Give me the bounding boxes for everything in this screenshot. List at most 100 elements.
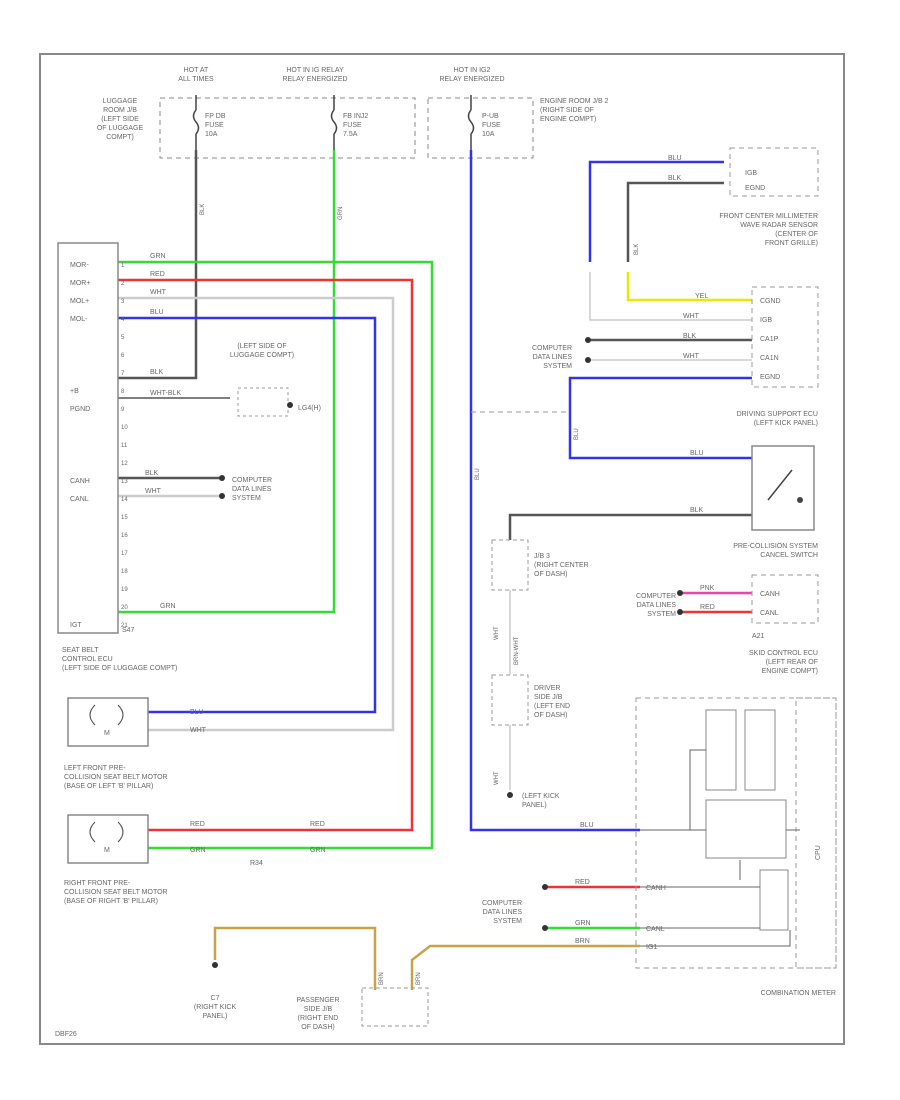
vlabel-brn-left: BRN [379, 972, 385, 985]
vlabel-blu-ds: BLU [574, 428, 580, 440]
radar-pin-egnd: EGND [745, 185, 765, 192]
wire-label-blk-1: BLK [150, 369, 164, 376]
diagram-id: DBF26 [55, 1031, 77, 1038]
text-line: PRE-COLLISION SYSTEM [733, 543, 818, 550]
ecu-pin-number: 9 [121, 407, 125, 413]
wire-label-red-sw: RED [700, 604, 715, 611]
skid-data-node-1 [542, 884, 548, 890]
ecu-pin-name: PGND [70, 406, 90, 413]
text-line: COMPUTER [532, 345, 572, 352]
wire-label-wht-canl: WHT [145, 488, 162, 495]
ds-pin-name: CGND [760, 298, 781, 305]
text-line: OF DASH) [534, 712, 567, 719]
ecu-pin-number: 10 [121, 425, 128, 431]
ecu-pin-number: 16 [121, 533, 128, 539]
skid-inner-1 [705, 709, 737, 791]
left-kick-ground [507, 792, 513, 798]
text-line: LEFT FRONT PRE- [64, 765, 126, 772]
text-line: FB INJ2 [343, 113, 368, 120]
text-line: DATA LINES [533, 354, 573, 361]
left-motor-label: LEFT FRONT PRE-COLLISION SEAT BELT MOTOR… [64, 765, 168, 790]
text-line: DATA LINES [232, 486, 272, 493]
ecu-pin-number: 8 [121, 389, 125, 395]
switch-box [751, 445, 815, 531]
ecu-pin-number: 5 [121, 335, 125, 341]
text-line: OF LUGGAGE [97, 125, 144, 132]
text-line: OF DASH) [301, 1024, 334, 1031]
ecu-pin-name: CANL [70, 496, 89, 503]
text-line: HOT IN IG2 [454, 67, 491, 74]
fuse2-icon [330, 95, 338, 150]
wire-label-blk-r: BLK [668, 175, 682, 182]
radar-box [729, 147, 819, 197]
right-motor-m: M [104, 847, 110, 854]
wire-blu-mol [118, 316, 377, 714]
text-line: ALL TIMES [178, 76, 214, 83]
engine-jb2-box [427, 97, 534, 159]
wire-blk-fuse1 [118, 150, 198, 380]
skid-inner-2 [744, 709, 776, 791]
wire-label-blu-m: BLU [190, 709, 204, 716]
left-motor-icon [89, 704, 124, 726]
meter-label: COMBINATION METER [761, 990, 836, 997]
supply-hot-all-times: HOT AT ALL TIMES [178, 67, 214, 83]
switch-conn-box [751, 574, 819, 624]
radar-label: FRONT CENTER MILLIMETER WAVE RADAR SENSOR… [719, 213, 818, 247]
vertical-wire-labels: BLK GRN BLU BLU BRN-WHT WHT WHT BLK BRN … [200, 204, 640, 985]
wire-brn-left [213, 926, 377, 990]
text-line: HOT IN IG RELAY [286, 67, 344, 74]
text-line: SEAT BELT [62, 647, 99, 654]
wire-label-wht-blk: WHT-BLK [150, 390, 181, 397]
wire-label-grn-m2: GRN [310, 847, 326, 854]
text-line: WAVE RADAR SENSOR [740, 222, 818, 229]
text-line: ENGINE COMPT) [762, 668, 818, 675]
text-line: HOT AT [184, 67, 209, 74]
ecu-pin-name: IGT [70, 622, 82, 629]
text-line: FRONT GRILLE) [765, 240, 818, 247]
text-line: 10A [482, 131, 495, 138]
switch-data-node-2 [677, 609, 683, 615]
ecu-pin-number: 13 [121, 479, 128, 485]
skid-pin-canl: CANL [646, 926, 665, 933]
wire-radar-wht [589, 272, 752, 321]
vlabel-wht-2: WHT [494, 771, 500, 785]
switch-icon [767, 469, 793, 501]
wire-label-grn-m1: GRN [190, 847, 206, 854]
wire-label-blu-main: BLU [580, 822, 594, 829]
right-motor-icon [89, 821, 124, 843]
text-line: LUGGAGE [103, 98, 138, 105]
ecu-pin-number: 1 [121, 263, 125, 269]
wire-label-blu-1: BLU [150, 309, 164, 316]
ground-point [287, 402, 293, 408]
wire-wht-mol [118, 296, 395, 732]
text-line: FP DB [205, 113, 226, 120]
left-data-node-h [219, 475, 225, 481]
wire-grn-mor [118, 260, 434, 850]
right-kick-ground [212, 962, 218, 968]
ecu-pin-number: 4 [121, 317, 125, 323]
ds-pin-name: EGND [760, 374, 780, 381]
text-line: RELAY ENERGIZED [439, 76, 504, 83]
ecu-pin-number: 11 [121, 443, 128, 449]
switch-pin-canh: CANH [760, 591, 780, 598]
text-line: FRONT CENTER MILLIMETER [719, 213, 818, 220]
ecu-pin-name: CANH [70, 478, 90, 485]
text-line: (RIGHT SIDE OF [540, 107, 594, 114]
text-line: SYSTEM [232, 495, 261, 502]
wire-label-blu-ds: BLU [690, 450, 704, 457]
wire-label-wht-m: WHT [190, 727, 207, 734]
skid-data-node-2 [542, 925, 548, 931]
text-line: COMPUTER [232, 477, 272, 484]
switch-pin-canl: CANL [760, 610, 779, 617]
